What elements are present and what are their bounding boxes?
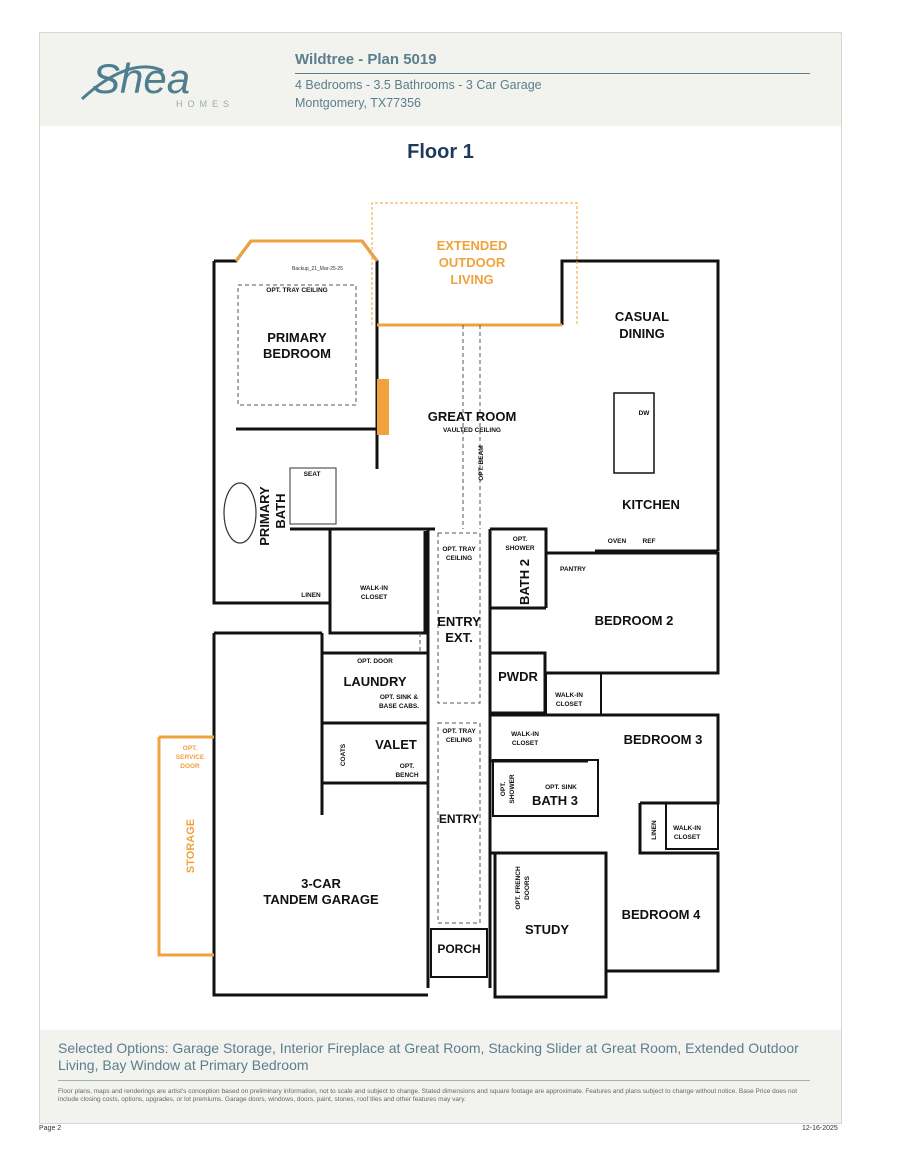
label-vaulted-ceiling: VAULTED CEILING [443,427,501,434]
label-linen-primary: LINEN [301,592,321,599]
label-opt-service-door-2: SERVICE [176,754,205,761]
label-opt-tray-entry-ext-1: OPT. TRAY [442,546,476,553]
label-storage: STORAGE [185,819,197,873]
label-opt-bench-1: OPT. [400,763,415,770]
label-great-room: GREAT ROOM [428,409,517,424]
label-primary-bath-2: BATH [273,493,288,528]
shea-homes-logo: Shea HOMES [80,55,234,109]
label-opt-service-door-1: OPT. [183,745,198,752]
label-primary-bedroom-1: PRIMARY [267,330,327,345]
label-ref: REF [643,538,656,545]
label-walkin-bed2-2: CLOSET [556,701,582,708]
label-garage-1: 3-CAR [301,876,341,891]
label-primary-bedroom-2: BEDROOM [263,346,331,361]
label-bedroom-2: BEDROOM 2 [595,613,674,628]
label-garage-2: TANDEM GARAGE [263,892,379,907]
label-opt-service-door-3: DOOR [180,763,200,770]
label-seat: SEAT [304,471,321,478]
fireplace-icon [377,379,389,435]
label-opt-tray-ceiling-primary: OPT. TRAY CEILING [266,287,327,294]
label-kitchen: KITCHEN [622,497,680,512]
label-opt-sink-bath3: OPT. SINK [545,784,577,791]
footer-band: Selected Options: Garage Storage, Interi… [40,1030,841,1123]
selected-options: Selected Options: Garage Storage, Interi… [58,1040,799,1073]
label-opt-shower-bath3-1: OPT. [500,782,507,797]
plan-name: Wildtree - Plan 5019 [295,51,437,68]
logo-subtext: HOMES [176,99,234,109]
label-bath-2: BATH 2 [517,559,532,605]
label-pantry: PANTRY [560,566,587,573]
label-entry-ext-2: EXT. [445,630,472,645]
label-laundry: LAUNDRY [343,674,406,689]
label-walkin-bed3-2: CLOSET [512,740,538,747]
label-oven: OVEN [608,538,627,545]
label-backup-note: Backup_21_Mar-25-25 [292,266,343,272]
label-opt-shower-bath2-2: SHOWER [505,545,535,552]
label-study: STUDY [525,922,569,937]
label-casual-dining-2: DINING [619,326,665,341]
disclaimer: Floor plans, maps and renderings are art… [58,1088,798,1103]
label-opt-tray-entry-1: OPT. TRAY [442,728,476,735]
label-extended-outdoor-2: OUTDOOR [439,255,506,270]
floor-plan: EXTENDED OUTDOOR LIVING CASUAL DINING PR… [157,202,720,999]
bathtub-icon [223,482,257,544]
label-bath-3: BATH 3 [532,793,578,808]
shower-icon [289,467,337,525]
header-divider [295,73,810,74]
logo-text: Shea [92,55,190,102]
label-entry: ENTRY [439,812,479,826]
label-walkin-bed4-1: WALK-IN [673,825,701,832]
plan-specs: 4 Bedrooms - 3.5 Bathrooms - 3 Car Garag… [295,78,542,92]
label-dw: DW [639,410,651,417]
label-opt-shower-bath2-1: OPT. [513,536,528,543]
label-casual-dining-1: CASUAL [615,309,669,324]
label-valet: VALET [375,737,417,752]
label-bedroom-3: BEDROOM 3 [624,732,703,747]
label-opt-door: OPT. DOOR [357,658,393,665]
label-opt-sink-base-1: OPT. SINK & [380,694,419,701]
label-opt-french-doors-2: DOORS [524,875,531,900]
label-walkin-primary-1: WALK-IN [360,585,388,592]
label-opt-beam: OPT. BEAM [478,445,485,480]
label-primary-bath-1: PRIMARY [257,486,272,546]
label-walkin-bed4-2: CLOSET [674,834,700,841]
label-extended-outdoor-1: EXTENDED [437,238,508,253]
label-walkin-bed3-1: WALK-IN [511,731,539,738]
page-date: 12-16-2025 [802,1125,838,1132]
label-opt-shower-bath3-2: SHOWER [509,774,516,804]
label-walkin-bed2-1: WALK-IN [555,692,583,699]
page-number: Page 2 [39,1125,62,1132]
label-walkin-primary-2: CLOSET [361,594,387,601]
header-band: Shea HOMES Wildtree - Plan 5019 4 Bedroo… [40,33,841,126]
label-linen-hall: LINEN [651,820,658,840]
footer-divider [58,1080,810,1081]
label-extended-outdoor-3: LIVING [450,272,493,287]
floor-title: Floor 1 [407,141,474,163]
label-porch: PORCH [437,942,480,956]
plan-location: Montgomery, TX77356 [295,96,421,110]
label-opt-tray-entry-2: CEILING [446,737,472,744]
label-coats: COATS [340,743,347,766]
label-opt-tray-entry-ext-2: CEILING [446,555,472,562]
label-opt-sink-base-2: BASE CABS. [379,703,419,710]
label-bedroom-4: BEDROOM 4 [622,907,702,922]
label-opt-bench-2: BENCH [395,772,418,779]
label-opt-french-doors-1: OPT. FRENCH [515,866,522,910]
label-entry-ext-1: ENTRY [437,614,481,629]
label-pwdr: PWDR [498,669,538,684]
plan-sheet: Shea HOMES Wildtree - Plan 5019 4 Bedroo… [39,32,842,1124]
